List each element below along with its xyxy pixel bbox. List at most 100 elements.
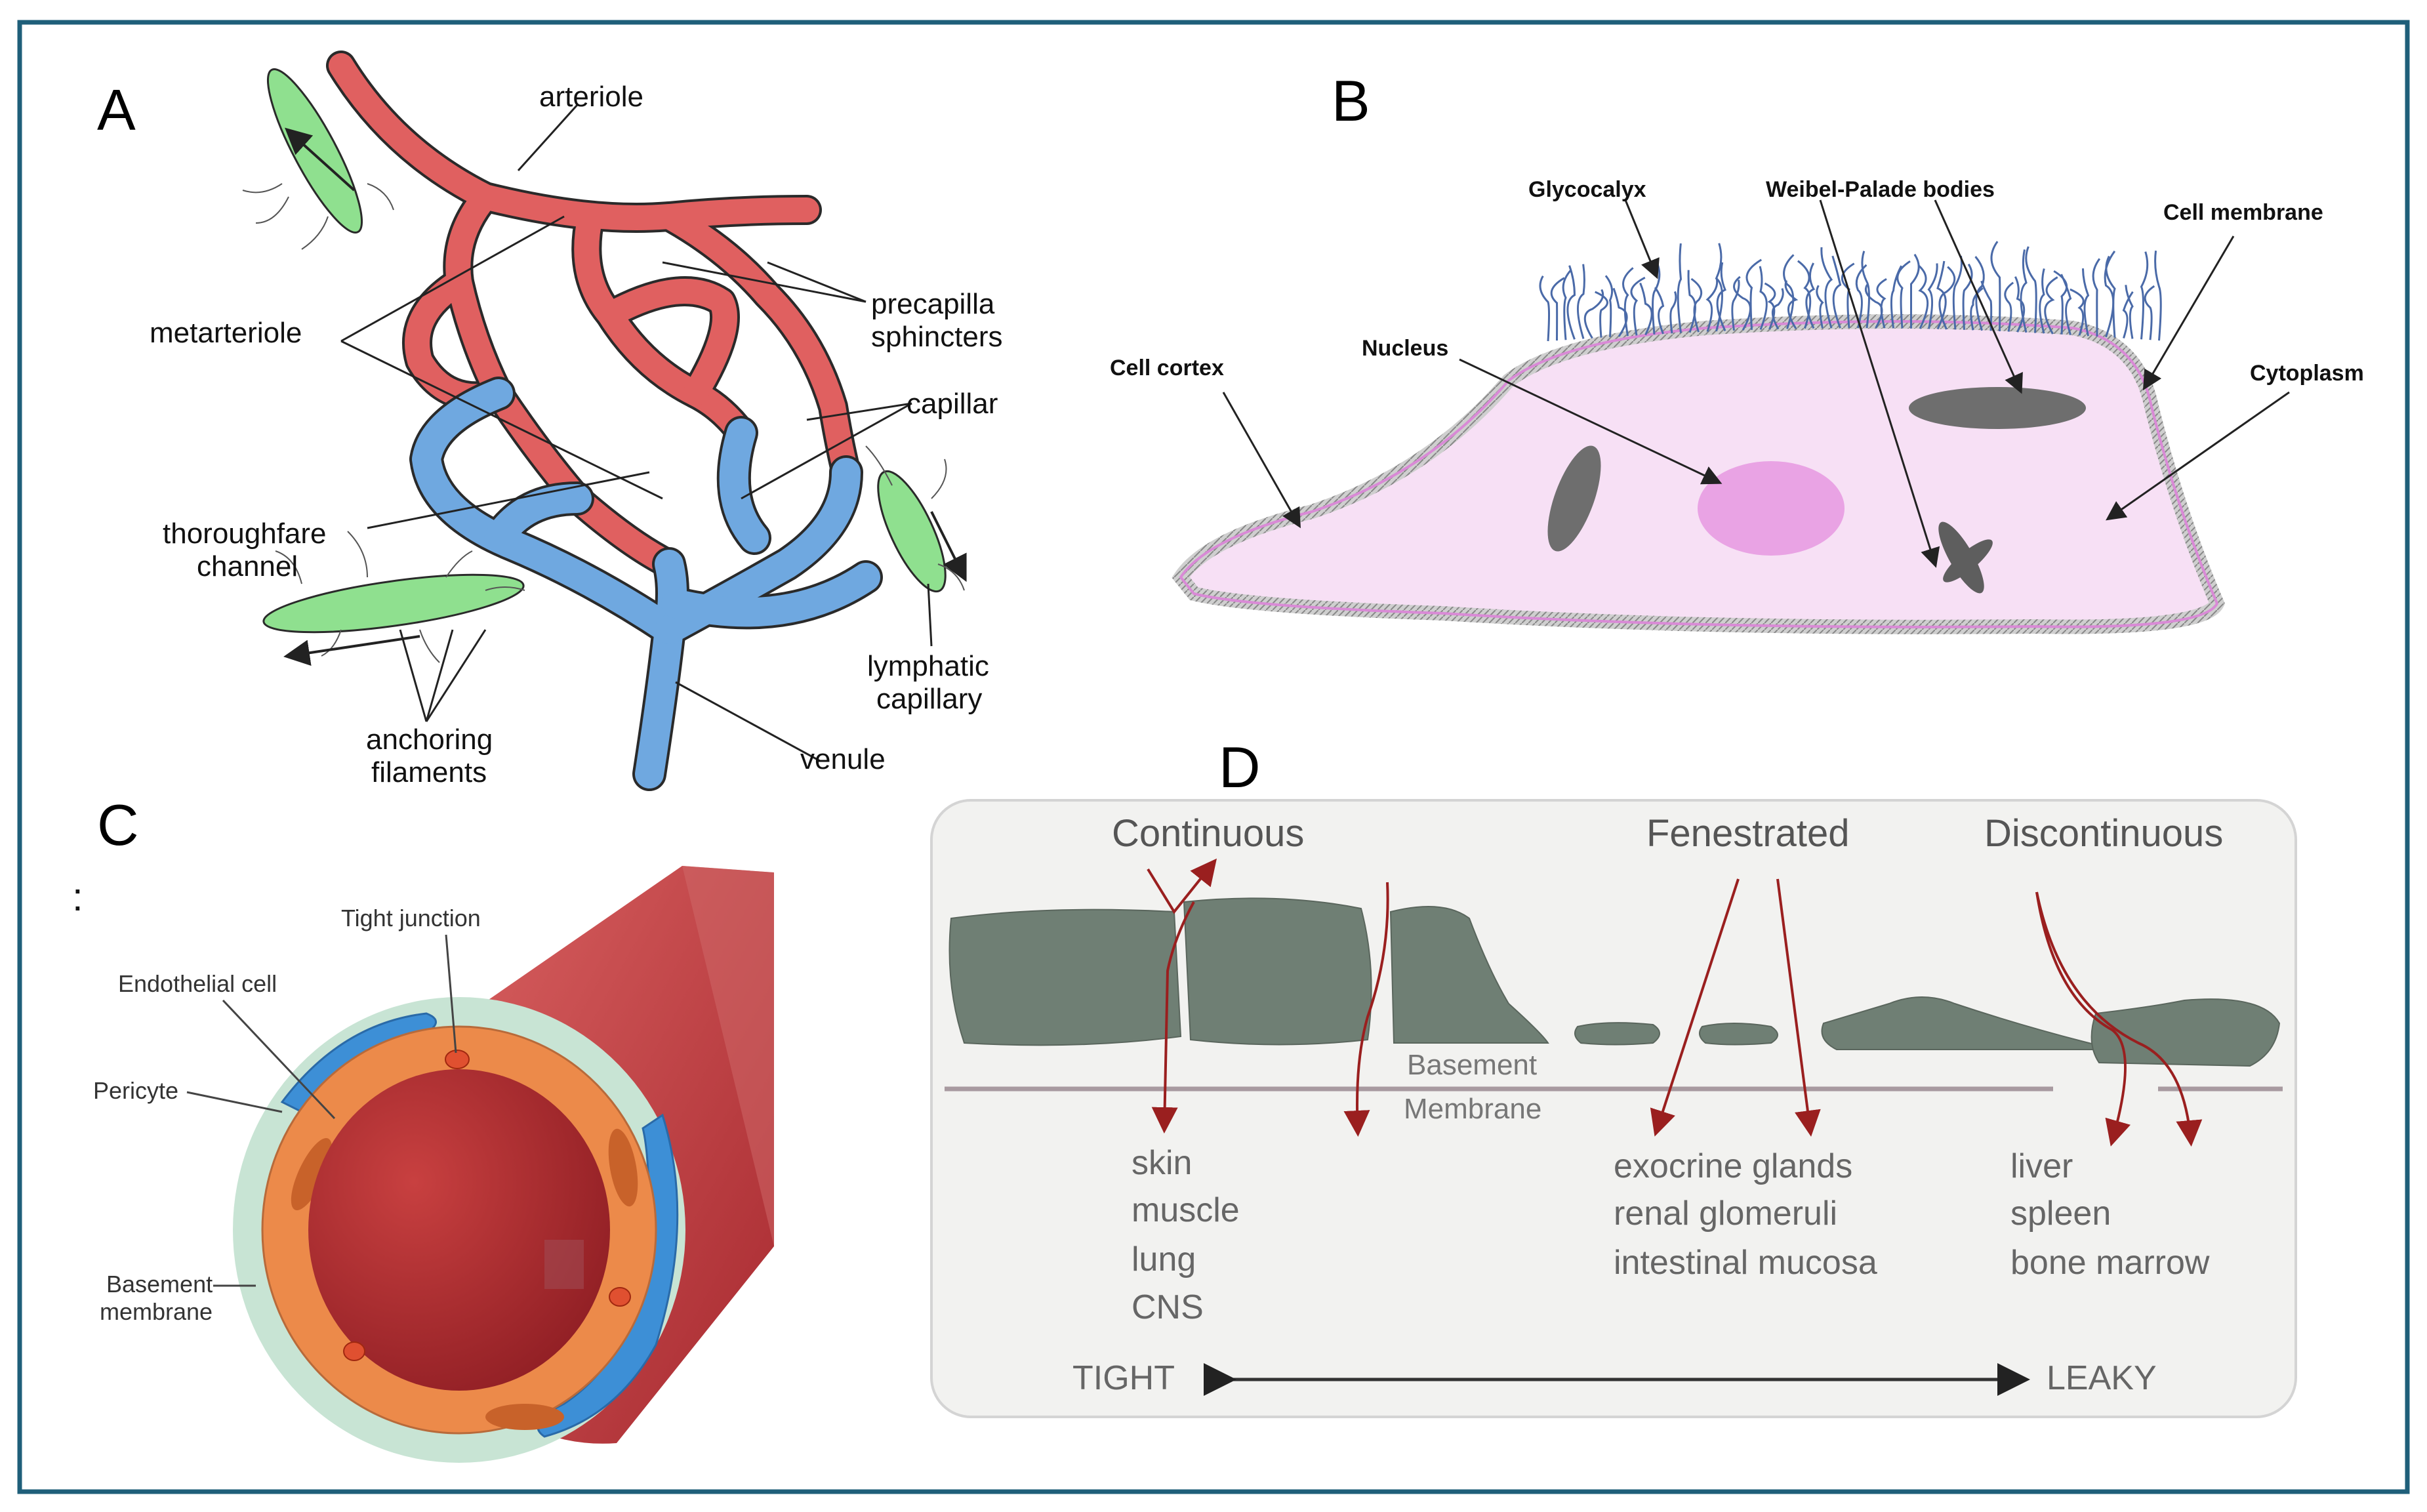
vessel-tube-highlight — [682, 866, 774, 1246]
label-basement-d1: Basement — [1407, 1049, 1537, 1081]
glycocalyx-strand — [2004, 281, 2014, 332]
arteriole-network — [326, 51, 861, 579]
continuous-tissue-list: skin muscle lung CNS — [1132, 1144, 1240, 1326]
glycocalyx-strand — [1654, 287, 1665, 335]
glycocalyx-strand — [1784, 279, 1799, 329]
glycocalyx-strands — [1539, 241, 2162, 342]
glycocalyx-strand — [1562, 269, 1572, 340]
tissue-item: CNS — [1132, 1288, 1204, 1326]
label-venule: venule — [800, 743, 886, 775]
glycocalyx-strand — [1715, 243, 1724, 332]
label-arteriole: arteriole — [539, 81, 643, 113]
glycocalyx-strand — [1917, 264, 1929, 329]
weibel-palade-body-2 — [1909, 387, 2086, 429]
glycocalyx-strand — [1896, 260, 1911, 329]
panel-d: D Continuous Fenestrated Discontinuous B… — [930, 735, 2297, 1418]
endothelial-cell-shapes — [948, 897, 2281, 1067]
label-metarteriole: metarteriole — [150, 317, 302, 349]
glycocalyx-strand — [2125, 285, 2134, 339]
glycocalyx-strand — [1731, 279, 1740, 331]
glycocalyx-strand — [1690, 277, 1703, 333]
tissue-item: renal glomeruli — [1614, 1195, 1837, 1233]
panel-a-letter: A — [97, 77, 136, 142]
label-leaky: LEAKY — [2047, 1359, 2157, 1397]
label-capillary: capillar — [907, 388, 998, 420]
glycocalyx-strand — [1733, 276, 1751, 331]
weibel-palade-body-3 — [1938, 521, 1993, 594]
panel-b: B Glycocalyx Weibel-Palade bodies Cell m… — [1110, 68, 2364, 634]
glycocalyx-strand — [1927, 263, 1938, 329]
glycocalyx-strand — [2105, 255, 2116, 338]
glycocalyx-strand — [2122, 291, 2134, 339]
header-continuous: Continuous — [1112, 812, 1304, 855]
glycocalyx-strand — [2070, 288, 2085, 336]
glycocalyx-strand — [1759, 266, 1768, 330]
glycocalyx-strand — [2044, 276, 2058, 335]
panel-b-leader-lines — [1222, 199, 2290, 568]
glycocalyx-strand — [2154, 250, 2162, 341]
glycocalyx-strand — [1677, 243, 1683, 333]
glycocalyx-strand — [2020, 249, 2028, 333]
label-weibel-palade: Weibel-Palade bodies — [1766, 177, 1995, 202]
lymphatic-capillaries — [262, 68, 947, 634]
glycocalyx-strand — [1820, 247, 1833, 329]
tissue-item: spleen — [2010, 1195, 2111, 1233]
glycocalyx-strand — [1797, 260, 1812, 329]
panel-a: A — [97, 51, 1003, 791]
glycocalyx-strand — [1630, 276, 1646, 336]
stray-colon: : — [72, 875, 83, 919]
endothelial-cell-body — [1172, 314, 2226, 634]
glycocalyx-strand — [1771, 288, 1784, 330]
label-tight: TIGHT — [1072, 1359, 1175, 1397]
glycocalyx-strand — [1604, 275, 1614, 337]
glycocalyx-strand — [1936, 260, 1947, 330]
label-pericyte: Pericyte — [93, 1077, 178, 1104]
glycocalyx-strand — [1855, 264, 1867, 329]
transport-arrows — [1147, 858, 2203, 1147]
glycocalyx-strand — [1669, 291, 1677, 334]
label-lymphatic-2: capillary — [876, 683, 982, 715]
glycocalyx-strand — [1550, 277, 1565, 341]
nucleus — [1698, 461, 1845, 556]
glycocalyx-strand — [1980, 280, 1993, 331]
glycocalyx-strand — [2144, 285, 2155, 340]
glycocalyx-strand — [1938, 266, 1956, 330]
label-basement-d2: Membrane — [1404, 1093, 1541, 1125]
tissue-item: intestinal mucosa — [1614, 1244, 1877, 1282]
glycocalyx-strand — [1716, 262, 1726, 331]
panel-d-letter: D — [1219, 735, 1261, 800]
glycocalyx-strand — [1783, 254, 1795, 329]
weibel-palade-body-1 — [1547, 445, 1601, 552]
lymph-flow-arrows — [283, 127, 967, 666]
figure-frame — [17, 20, 2410, 1494]
fenestrated-tissue-list: exocrine glands renal glomeruli intestin… — [1614, 1147, 1877, 1282]
panel-a-leader-lines — [340, 104, 933, 762]
glycocalyx-strand — [2092, 258, 2101, 337]
tissue-item: muscle — [1132, 1191, 1240, 1229]
panel-c: C : Tight junction — [72, 792, 774, 1463]
label-thoroughfare-2: channel — [197, 550, 298, 582]
tight-junction-markers — [343, 1050, 631, 1361]
glycocalyx-strand — [2060, 274, 2072, 335]
vessel-lumen — [308, 1069, 610, 1391]
label-glycocalyx: Glycocalyx — [1528, 177, 1646, 202]
glycocalyx-strand — [2039, 268, 2045, 334]
glycocalyx-strand — [2104, 250, 2116, 338]
label-anchoring-2: filaments — [371, 756, 487, 788]
glycocalyx-strand — [1705, 277, 1719, 333]
endothelial-nuclei — [291, 1128, 638, 1430]
tissue-item: exocrine glands — [1614, 1147, 1852, 1185]
label-cell-membrane: Cell membrane — [2163, 200, 2323, 225]
label-precapillary-1: precapilla — [871, 288, 995, 320]
glycocalyx-strand — [2140, 251, 2149, 340]
glycocalyx-strand — [1639, 282, 1653, 336]
glycocalyx-strand — [1962, 263, 1973, 330]
glycocalyx-strand — [1864, 284, 1883, 329]
glycocalyx-strand — [1805, 262, 1816, 329]
tissue-item: liver — [2010, 1147, 2073, 1185]
glycocalyx-strand — [1622, 267, 1634, 337]
glycocalyx-strand — [1861, 251, 1870, 329]
glycocalyx-strand — [1831, 255, 1842, 329]
label-cytoplasm: Cytoplasm — [2250, 361, 2364, 386]
tissue-item: lung — [1132, 1240, 1196, 1278]
